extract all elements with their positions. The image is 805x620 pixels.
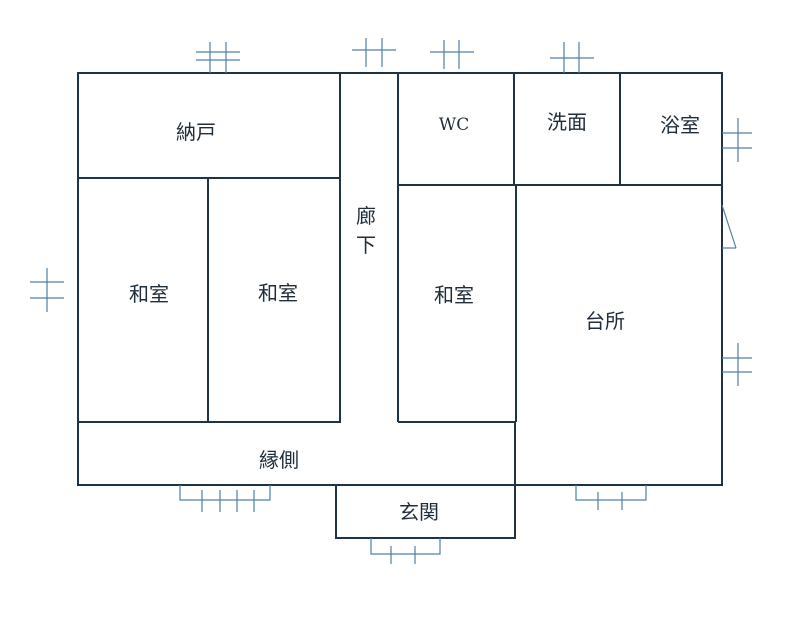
label-washitsu-right: 和室 — [434, 283, 474, 307]
label-washitsu-center: 和室 — [258, 281, 298, 305]
window-kitchen-right — [722, 343, 752, 386]
label-washitsu-left: 和室 — [129, 282, 169, 306]
window-corridor-top — [352, 38, 396, 67]
label-storage: 納戸 — [176, 120, 216, 144]
label-entrance: 玄関 — [399, 500, 439, 524]
window-kitchen-bottom — [575, 485, 647, 510]
entrance-outline — [335, 485, 516, 539]
kitchen-outline — [515, 184, 723, 486]
window-veranda-bottom — [179, 485, 271, 512]
window-left — [30, 268, 64, 312]
door-entrance-bottom — [370, 538, 441, 564]
window-storage-top — [196, 42, 240, 73]
door-kitchen-right — [721, 204, 737, 249]
label-bathroom: 浴室 — [660, 113, 700, 137]
window-wc-top — [430, 40, 474, 69]
label-corridor-char-2: 下 — [356, 233, 376, 257]
windows — [30, 38, 752, 564]
window-bathroom-right — [722, 118, 752, 162]
room-labels: 納戸 廊 下 WC 洗面 浴室 和室 和室 和室 台所 縁側 玄関 — [129, 110, 700, 524]
walls — [77, 72, 723, 539]
label-corridor-char-1: 廊 — [356, 204, 376, 228]
label-kitchen: 台所 — [585, 309, 625, 333]
label-wc: WC — [439, 115, 469, 135]
window-washroom-top — [550, 42, 594, 73]
label-veranda: 縁側 — [259, 448, 299, 472]
label-washroom: 洗面 — [547, 110, 587, 134]
